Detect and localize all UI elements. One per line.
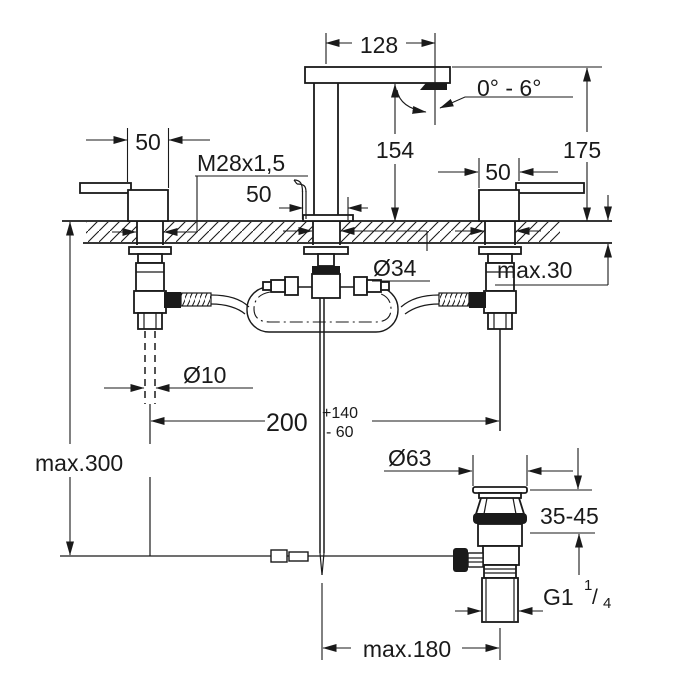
dim-spout-reach: 128 [325,30,436,125]
dim-overall-height-label: 175 [563,137,601,163]
drain-assembly [453,486,528,623]
dim-overall-height: 175 [452,66,606,222]
left-braided-hose [180,292,212,307]
dim-pull-rod-diameter-label: Ø10 [183,362,226,388]
dim-waste-thread: G1 1 / 4 [455,577,611,615]
dim-waste-thread-base: G1 [543,584,574,610]
dim-left-handle-width: 50 [86,128,210,188]
dim-shank-thread-label: M28x1,5 [197,150,285,176]
drain-tailpipe [481,577,519,623]
dim-spout-reach-label: 128 [360,32,398,58]
dim-right-handle-width: 50 [438,158,558,188]
dim-basin-thickness: 35-45 [530,448,599,575]
dim-waste-flange-diameter: Ø63 [384,445,573,486]
dim-waste-thread-numerator: 1 [584,577,592,594]
dim-deck-thickness-label: max.30 [497,257,572,283]
dim-waste-thread-denominator: 4 [603,595,611,612]
dim-basin-thickness-label: 35-45 [540,503,599,529]
hose-loop [246,286,399,333]
right-braided-hose [438,292,470,307]
dim-horizontal-rod-reach-label: max.180 [363,636,451,662]
dim-pull-rod-diameter: Ø10 [104,362,253,392]
dim-max-mounting-depth-label: max.300 [35,450,123,476]
dim-horizontal-rod-reach: max.180 [321,583,501,662]
dim-left-handle-width-label: 50 [135,129,161,155]
hose-centerline [253,291,392,323]
dim-hole-diameter: Ø34 [283,227,430,282]
dim-outlet-height-label: 154 [376,137,415,163]
dim-pull-rod-offset: 50 [246,181,368,220]
dim-shank-thread: M28x1,5 [112,150,308,236]
dim-deck-thickness: max.30 [495,195,612,286]
right-valve-body [400,246,522,431]
dim-pull-rod-length-label: 200 [266,409,308,437]
dim-pull-rod-length-plus: +140 [322,405,358,422]
mounting-shanks [136,221,516,245]
dim-right-handle-width-label: 50 [485,159,511,185]
left-handle [79,182,169,222]
dim-pull-rod-offset-label: 50 [246,181,272,207]
left-valve-body [128,246,250,556]
drain-lever-knob [453,548,468,572]
dim-max-mounting-depth: max.300 [33,221,154,556]
dim-swivel-angle: 0° - 6° [396,75,573,114]
dim-pull-rod-length: 200 +140 - 60 [150,405,500,441]
spout-outlet [420,83,447,90]
dim-waste-flange-diameter-label: Ø63 [388,445,431,471]
dim-pull-rod-length-minus: - 60 [326,424,354,441]
dim-hole-diameter-label: Ø34 [373,255,417,281]
dim-waste-thread-slash: / [592,586,598,609]
horizontal-linkage-rod [60,549,453,563]
drain-seal-ring [473,513,527,524]
faucet-body-below-counter [262,246,390,576]
dim-outlet-height: 154 [369,83,421,222]
